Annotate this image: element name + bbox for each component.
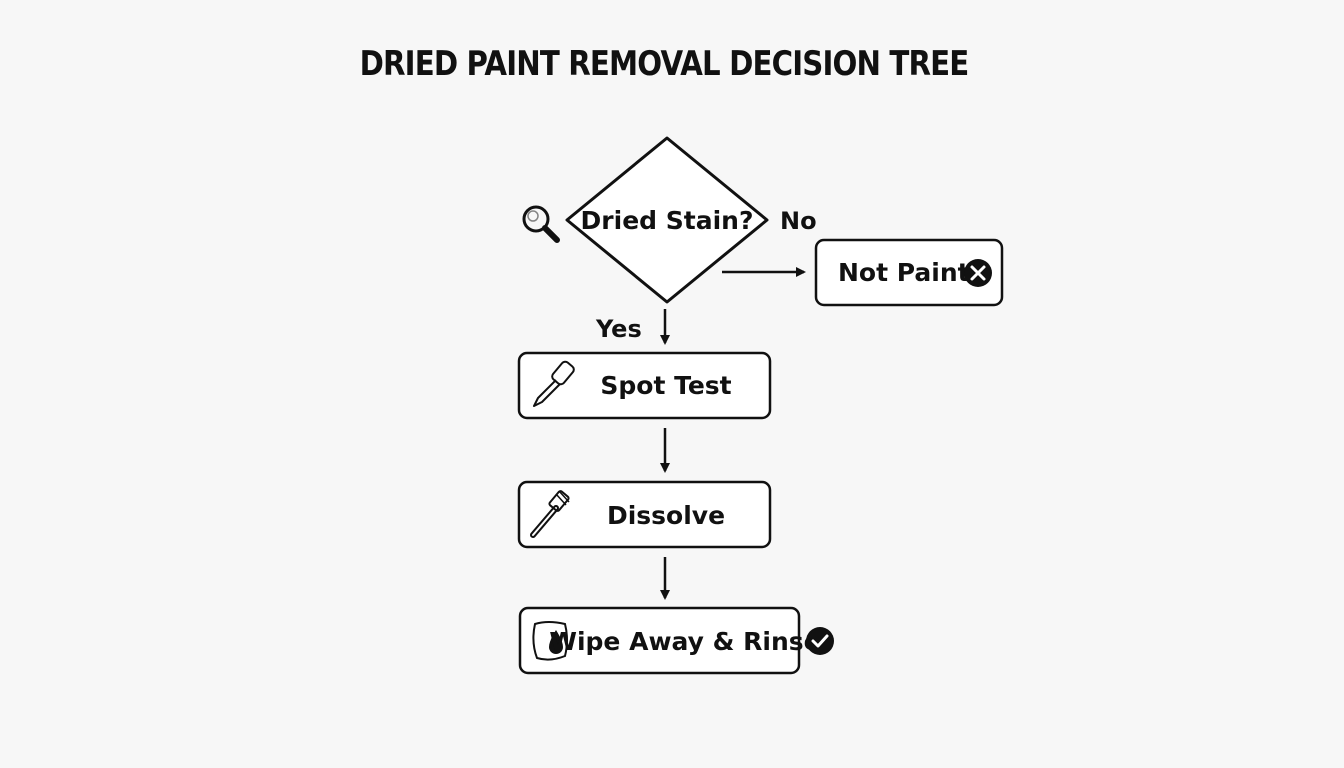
dissolve-node[interactable]: Dissolve (517, 480, 772, 549)
edge-yes: Yes (595, 309, 670, 345)
decision-label: Dried Stain? (581, 206, 754, 235)
brush-icon (530, 490, 570, 538)
edge-yes-label: Yes (595, 315, 642, 343)
spot-test-node[interactable]: Spot Test (517, 351, 772, 420)
magnifier-icon (522, 205, 560, 243)
x-circle-icon (964, 259, 992, 287)
decision-node[interactable]: Dried Stain? (565, 136, 769, 304)
diagram-title: DRIED PAINT REMOVAL DECISION TREE (359, 44, 970, 84)
spot-test-label: Spot Test (600, 371, 731, 400)
wipe-label: Wipe Away & Rinse (549, 627, 820, 656)
dropper-icon (533, 360, 575, 407)
dissolve-label: Dissolve (607, 501, 725, 530)
wipe-node[interactable]: Wipe Away & Rinse (518, 606, 821, 675)
edge-no-label: No (780, 207, 817, 235)
not-paint-label: Not Paint (838, 258, 970, 287)
edge-no: No (722, 207, 817, 277)
not-paint-node[interactable]: Not Paint (814, 238, 1004, 307)
check-circle-icon (806, 627, 834, 655)
cloth-icon (532, 621, 568, 661)
